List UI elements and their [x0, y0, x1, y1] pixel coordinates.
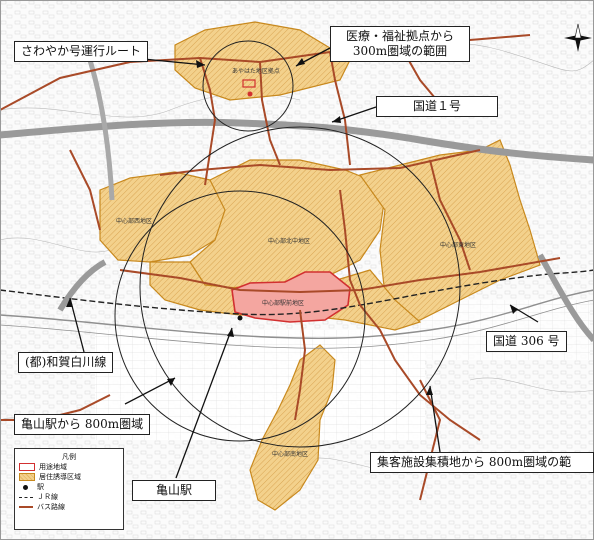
callout-medical-line2: 300m圏域の範囲 [352, 44, 448, 58]
station-dot-icon [23, 484, 28, 490]
legend-item-residential: 居住誘導区域 [19, 472, 123, 482]
road-306 [537, 253, 594, 343]
zone-south [249, 344, 336, 511]
facility-800m-circle [139, 126, 461, 448]
legend-label-jr-line: ＪＲ線 [37, 493, 58, 501]
medical-facility-dot [247, 91, 253, 97]
national-road-1 [0, 118, 594, 164]
north-compass-icon [564, 23, 592, 52]
legend-item-bus-route: バス路線 [19, 502, 123, 512]
medical-facility-marker [242, 79, 256, 88]
legend-label-bus-route: バス路線 [37, 503, 65, 511]
legend-item-station: 駅 [19, 482, 123, 492]
callout-sawayaka-route: さわやか号運行ルート [14, 41, 149, 62]
callout-medical-line1: 医療・福祉拠点から [345, 29, 454, 43]
label-south: 中心部南地区 [272, 451, 309, 458]
legend-label-use-zone: 用途地域 [39, 463, 67, 471]
callout-kameyama-station: 亀山駅 [132, 480, 216, 501]
service-circles [114, 40, 461, 448]
jr-rail-line [0, 269, 594, 316]
legend-swatch-use-zone [19, 463, 35, 471]
legend-item-use-zone: 用途地域 [19, 462, 123, 472]
callout-facility-800m: 集客施設集積地から 800m圏域の範 [370, 452, 594, 473]
label-central-north: 中心部北中地区 [268, 238, 311, 245]
road-west-branch [87, 59, 115, 201]
label-station-area: 中心部駅前地区 [262, 300, 305, 307]
legend-title: 凡例 [62, 453, 76, 461]
kameyama-station-dot [237, 315, 243, 321]
urban-center-zone [231, 271, 351, 323]
callout-wagahakusen: (都)和賀白川線 [18, 352, 114, 373]
map-legend: 凡例 用途地域 居住誘導区域 駅 ＪＲ線 バス路線 [14, 448, 124, 530]
callout-medical-300m: 医療・福祉拠点から 300m圏域の範囲 [330, 26, 470, 62]
legend-swatch-jr-line [19, 496, 33, 498]
legend-swatch-residential [19, 473, 35, 481]
label-east: 中心部東地区 [440, 242, 477, 249]
callout-station-800m: 亀山駅から 800m圏域 [14, 414, 151, 435]
callout-national-road-306: 国道 306 号 [486, 331, 567, 352]
label-ayahata: あやはた地区拠点 [232, 68, 280, 75]
legend-label-station: 駅 [37, 483, 44, 491]
legend-swatch-bus-route [19, 506, 33, 508]
legend-label-residential: 居住誘導区域 [39, 473, 81, 481]
legend-item-jr-line: ＪＲ線 [19, 492, 123, 502]
road-wagahakusen [57, 259, 107, 312]
station-800m-circle [114, 190, 366, 442]
leader-arrowheads [66, 58, 518, 395]
medical-300m-circle [202, 40, 294, 132]
label-west: 中心部西地区 [116, 218, 153, 225]
callout-national-road-1: 国道１号 [376, 96, 498, 117]
